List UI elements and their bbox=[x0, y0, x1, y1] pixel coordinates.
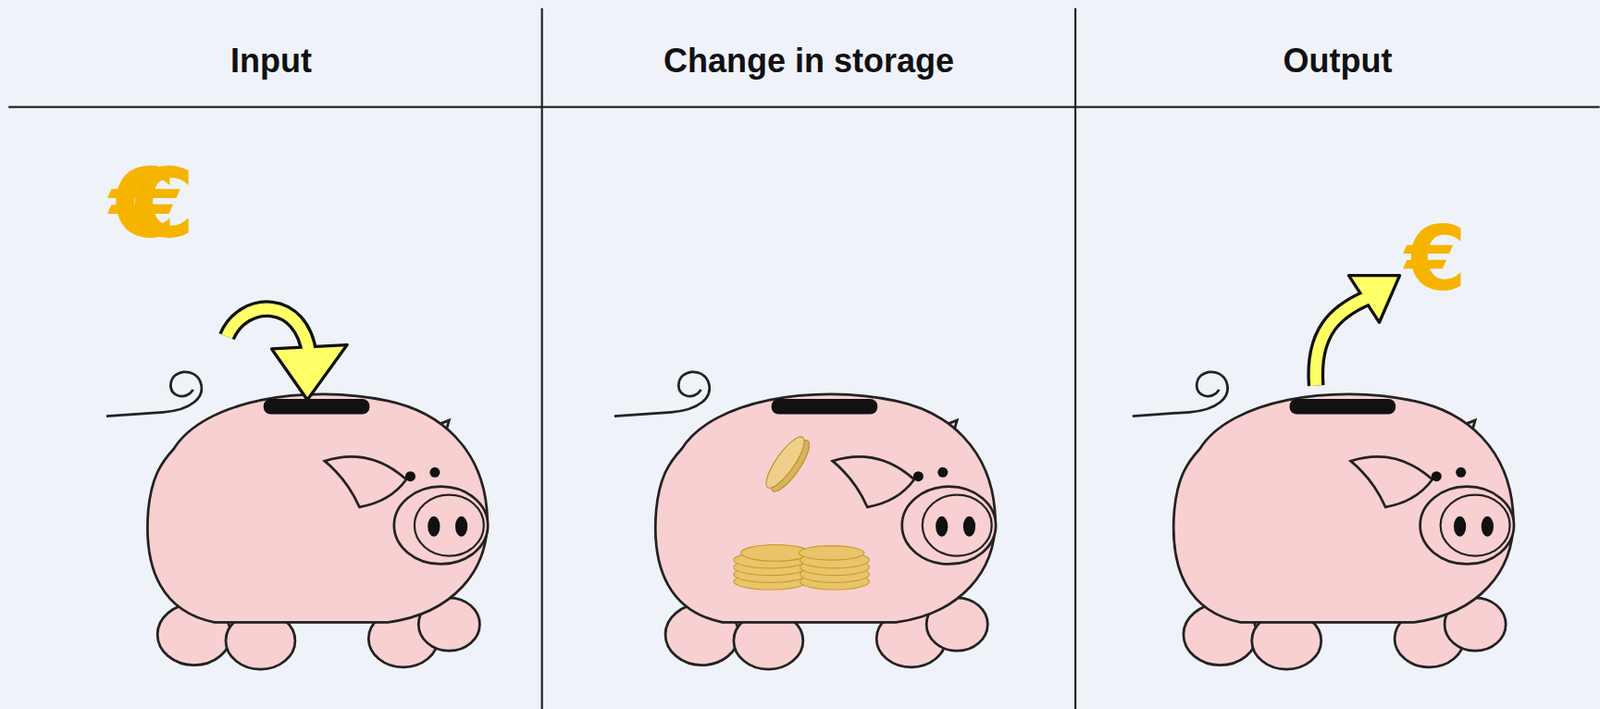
column-header: Input bbox=[0, 44, 543, 78]
coin-stack bbox=[733, 432, 870, 590]
header-rule bbox=[8, 106, 1600, 109]
column-header: Output bbox=[1075, 44, 1600, 78]
column-rule bbox=[541, 8, 544, 709]
column-rule bbox=[1074, 8, 1077, 709]
piggy-bank bbox=[1132, 372, 1514, 670]
piggy-bank bbox=[614, 372, 996, 670]
euro-symbol: €€ bbox=[109, 155, 148, 252]
piggy-bank bbox=[106, 372, 488, 670]
input-arrow bbox=[226, 309, 348, 400]
output-arrow bbox=[1315, 275, 1401, 386]
column-header: Change in storage bbox=[542, 44, 1076, 78]
euro-symbol: € bbox=[1404, 214, 1467, 304]
